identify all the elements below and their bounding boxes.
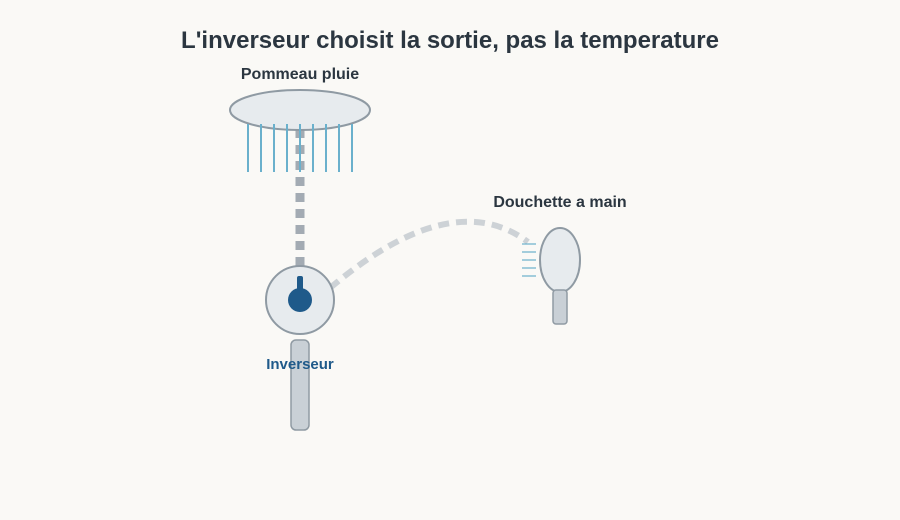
rain-water-streams <box>247 124 353 172</box>
inactive-flow-path <box>328 218 530 291</box>
hand-shower-head <box>539 227 581 293</box>
diagram-title: L'inverseur choisit la sortie, pas la te… <box>181 27 719 54</box>
diverter-knob <box>288 288 312 312</box>
diverter-label: Inverseur <box>266 356 334 373</box>
hand-shower-label: Douchette a main <box>493 194 627 211</box>
shower-head-label: Pommeau pluie <box>240 66 360 83</box>
hand-shower-spray <box>522 243 536 277</box>
supply-pipe <box>290 339 310 431</box>
hand-shower-handle <box>552 289 568 325</box>
